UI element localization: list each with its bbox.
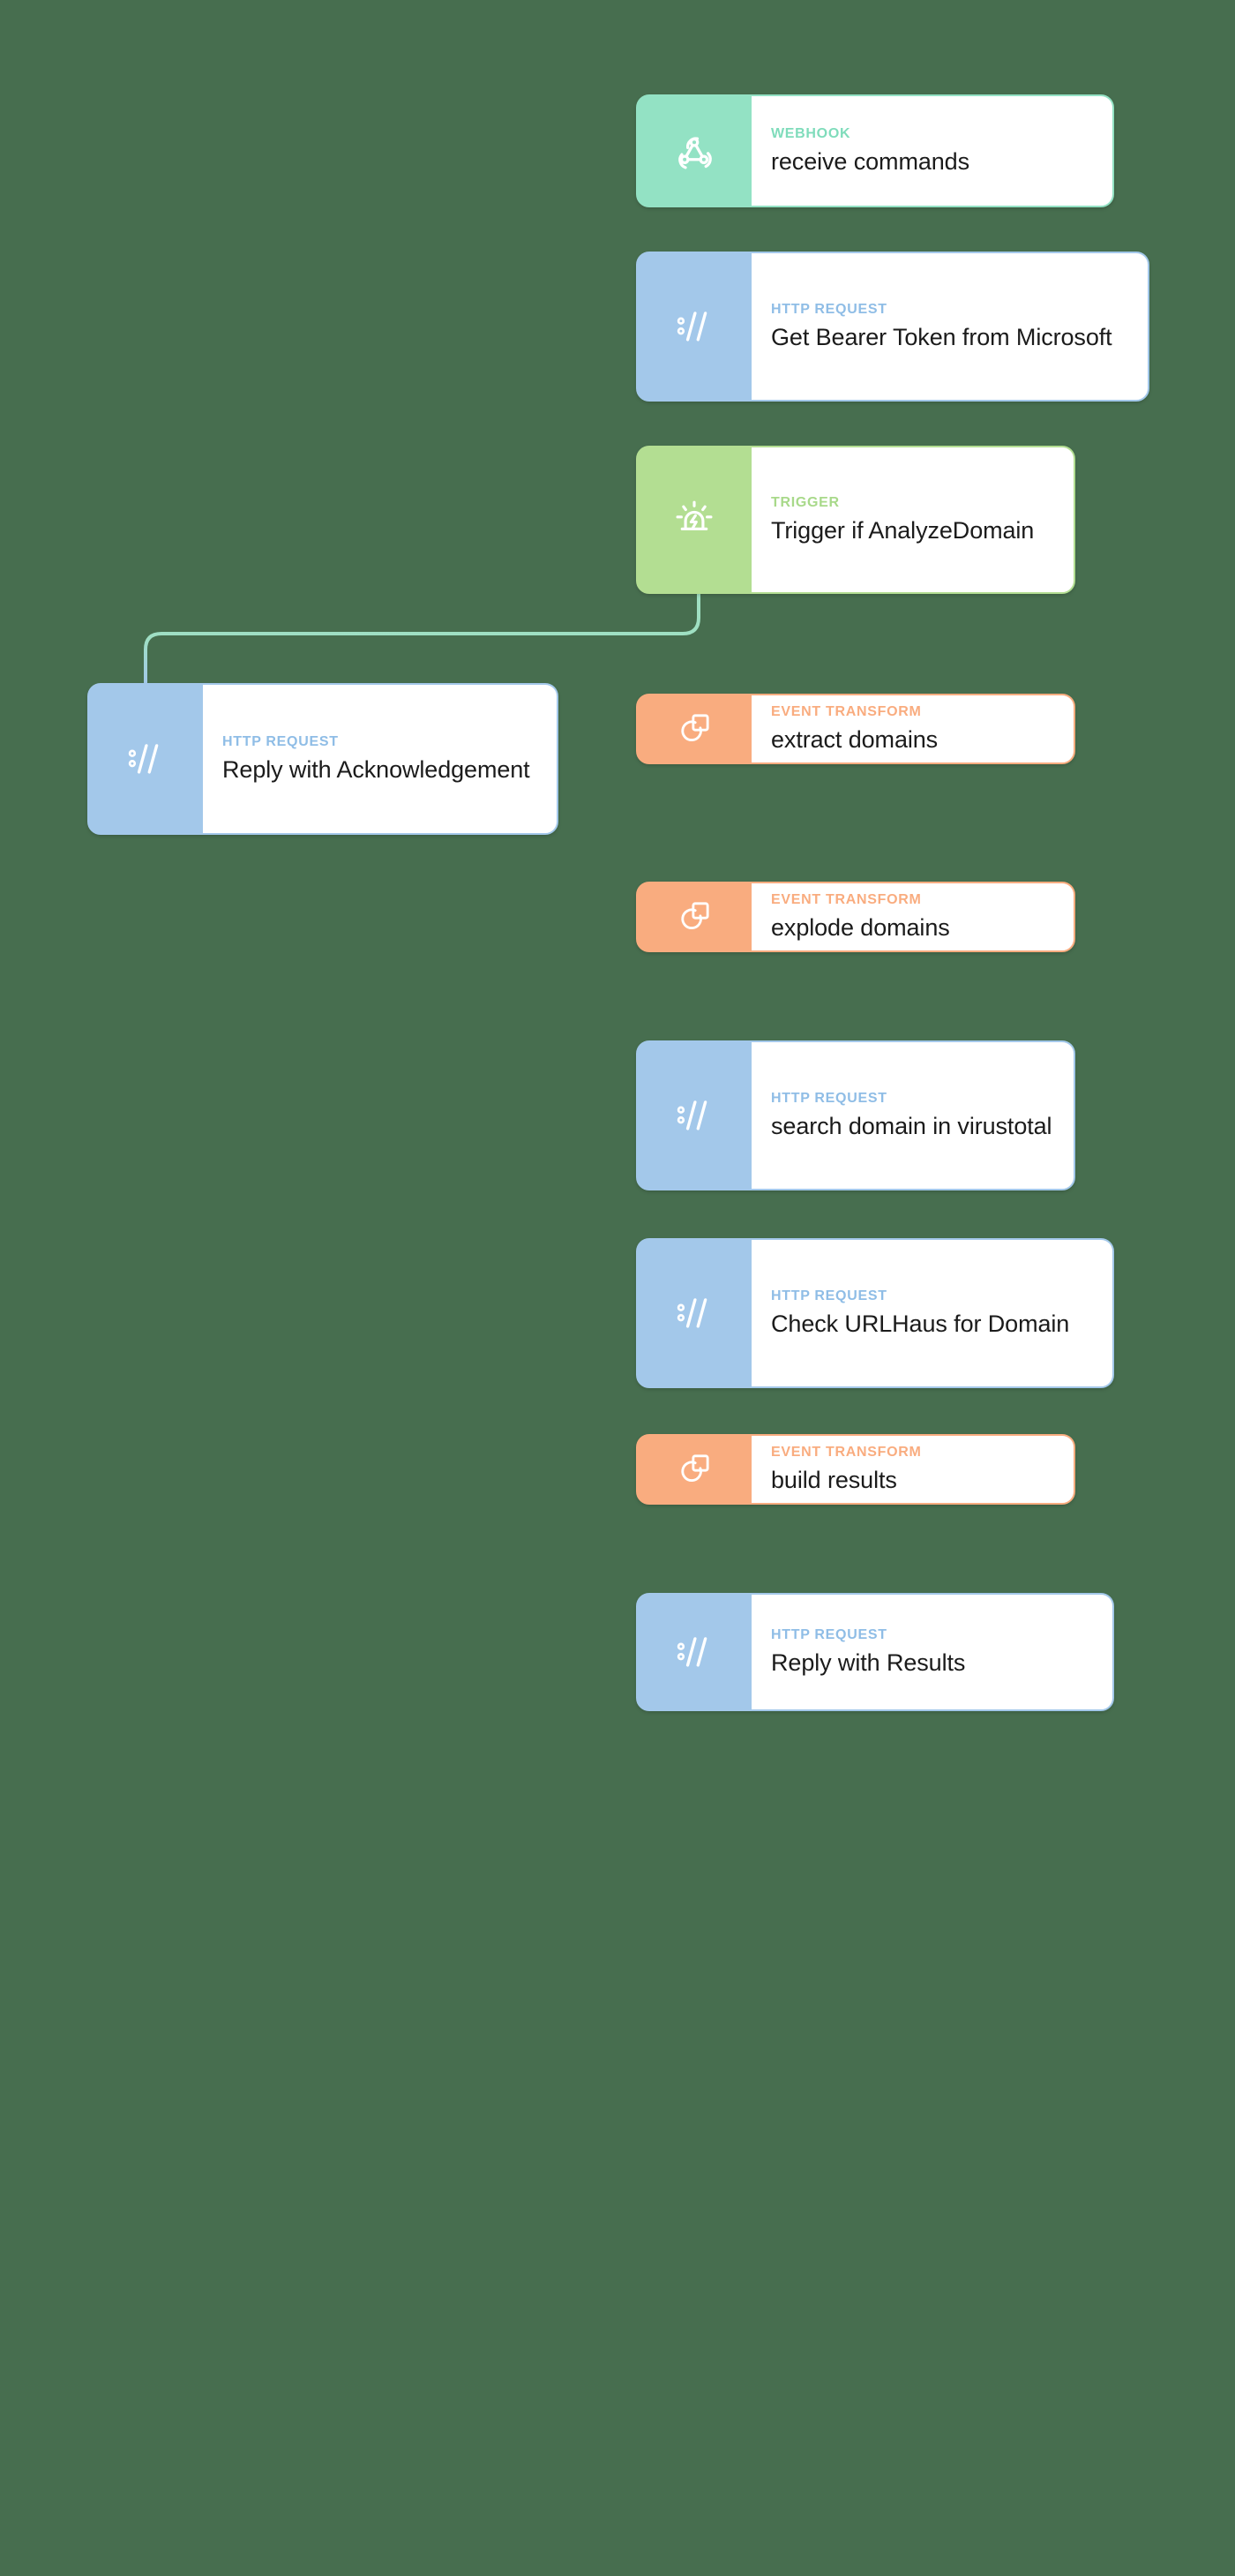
node-receive-commands[interactable]: WEBHOOK receive commands [636, 94, 1114, 207]
node-title: Check URLHaus for Domain [771, 1310, 1070, 1337]
node-title: search domain in virustotal [771, 1112, 1052, 1139]
node-body: EVENT TRANSFORM extract domains [752, 695, 1074, 763]
node-title: explode domains [771, 913, 950, 941]
node-title: Reply with Results [771, 1648, 966, 1676]
node-body: HTTP REQUEST search domain in virustotal [752, 1041, 1074, 1190]
node-kind-label: HTTP REQUEST [222, 734, 339, 750]
url-protocol-icon [88, 684, 203, 834]
node-title: extract domains [771, 725, 939, 753]
node-title: Trigger if AnalyzeDomain [771, 516, 1035, 544]
url-protocol-icon [637, 252, 752, 401]
node-check-urlhaus-domain[interactable]: HTTP REQUEST Check URLHaus for Domain [636, 1238, 1114, 1388]
node-body: EVENT TRANSFORM explode domains [752, 882, 1074, 951]
node-kind-label: EVENT TRANSFORM [771, 1445, 922, 1461]
node-body: HTTP REQUEST Reply with Results [752, 1594, 1113, 1710]
node-body: HTTP REQUEST Check URLHaus for Domain [752, 1239, 1113, 1387]
webhook-icon [637, 95, 752, 207]
node-kind-label: EVENT TRANSFORM [771, 892, 922, 908]
edge-trigger-to-ack [144, 591, 700, 686]
node-extract-domains[interactable]: EVENT TRANSFORM extract domains [636, 694, 1075, 764]
node-explode-domains[interactable]: EVENT TRANSFORM explode domains [636, 882, 1075, 952]
url-protocol-icon [637, 1594, 752, 1710]
node-kind-label: HTTP REQUEST [771, 1091, 887, 1107]
node-title: Reply with Acknowledgement [222, 755, 530, 783]
node-kind-label: EVENT TRANSFORM [771, 704, 922, 720]
node-body: HTTP REQUEST Get Bearer Token from Micro… [752, 252, 1149, 401]
node-reply-with-results[interactable]: HTTP REQUEST Reply with Results [636, 1593, 1114, 1711]
siren-icon [637, 447, 752, 593]
node-kind-label: HTTP REQUEST [771, 1288, 887, 1304]
url-protocol-icon [637, 1041, 752, 1190]
node-reply-with-acknowledgement[interactable]: HTTP REQUEST Reply with Acknowledgement [87, 683, 558, 835]
shape-transform-icon [637, 1435, 752, 1504]
url-protocol-icon [637, 1239, 752, 1387]
shape-transform-icon [637, 695, 752, 763]
node-kind-label: WEBHOOK [771, 126, 851, 142]
node-search-domain-virustotal[interactable]: HTTP REQUEST search domain in virustotal [636, 1040, 1075, 1190]
node-trigger-if-analyzedomain[interactable]: TRIGGER Trigger if AnalyzeDomain [636, 446, 1075, 594]
node-title: receive commands [771, 147, 969, 175]
node-kind-label: TRIGGER [771, 495, 840, 511]
node-build-results[interactable]: EVENT TRANSFORM build results [636, 1434, 1075, 1505]
shape-transform-icon [637, 882, 752, 951]
node-title: build results [771, 1466, 897, 1493]
node-body: TRIGGER Trigger if AnalyzeDomain [752, 447, 1074, 593]
node-body: WEBHOOK receive commands [752, 95, 1113, 207]
node-body: EVENT TRANSFORM build results [752, 1435, 1074, 1504]
node-body: HTTP REQUEST Reply with Acknowledgement [203, 684, 558, 834]
node-title: Get Bearer Token from Microsoft [771, 323, 1112, 350]
node-kind-label: HTTP REQUEST [771, 1627, 887, 1643]
node-get-bearer-token[interactable]: HTTP REQUEST Get Bearer Token from Micro… [636, 252, 1149, 402]
node-kind-label: HTTP REQUEST [771, 302, 887, 318]
